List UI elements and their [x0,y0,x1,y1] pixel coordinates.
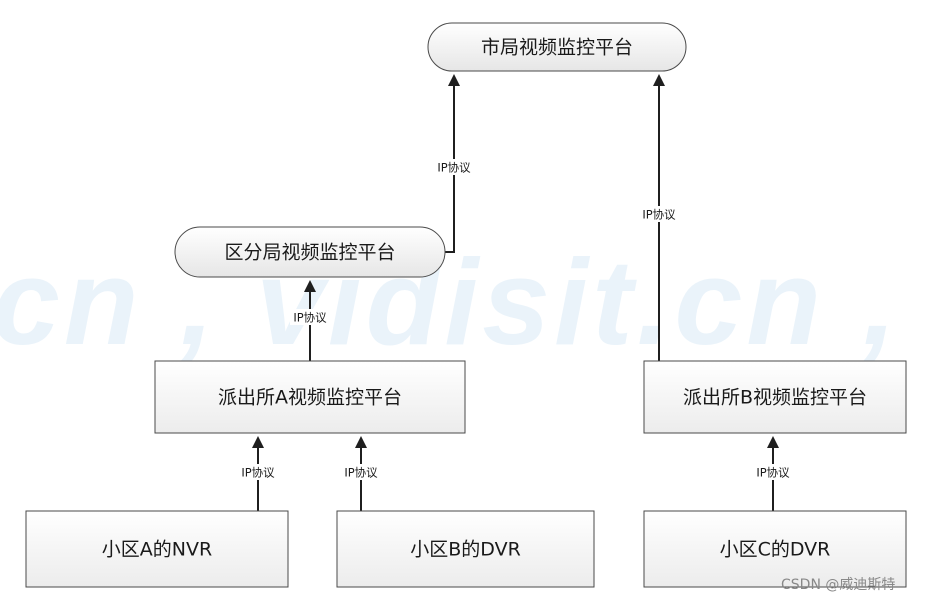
edge-community-c-to-station-b: IP协议 [753,436,793,511]
edge-label-background [238,464,278,480]
arrowhead [448,74,460,86]
node-community-b: 小区B的DVR [336,510,595,588]
edge-label: IP协议 [293,311,327,325]
node-box [336,510,595,588]
node-district: 区分局视频监控平台 [174,226,446,278]
arrowhead [653,74,665,86]
edge-community-b-to-station-a: IP协议 [341,436,381,511]
node-box [643,510,907,588]
arrowhead [767,436,779,448]
node-label: 区分局视频监控平台 [224,242,395,264]
edge-line [445,82,455,253]
edge-label: IP协议 [344,466,378,480]
node-label: 小区C的DVR [720,539,831,561]
watermark-text: cn , vidisit.cn , vi [0,234,935,370]
edge-label: IP协议 [241,466,275,480]
arrowhead [355,436,367,448]
edge-label-background [753,464,793,480]
node-label: 派出所A视频监控平台 [218,387,402,409]
arrowhead [252,436,264,448]
credit-text: CSDN @威迪斯特 [781,577,895,593]
node-station-b: 派出所B视频监控平台 [643,360,907,434]
edge-label: IP协议 [642,208,676,222]
edge-label-background [434,159,474,175]
edge-station-b-to-city: IP协议 [639,74,679,361]
arrowhead [304,280,316,292]
node-box [174,226,446,278]
node-community-c: 小区C的DVR [643,510,907,588]
edge-district-to-city: IP协议 [434,74,474,253]
node-box [154,360,466,434]
edge-label-background [290,309,330,325]
edge-label-background [341,464,381,480]
node-station-a: 派出所A视频监控平台 [154,360,466,434]
node-box [25,510,289,588]
node-box [427,22,687,72]
edge-label-background [639,206,679,222]
node-label: 小区B的DVR [410,539,521,561]
node-label: 派出所B视频监控平台 [683,387,867,409]
node-community-a: 小区A的NVR [25,510,289,588]
node-city: 市局视频监控平台 [427,22,687,72]
node-label: 市局视频监控平台 [481,37,633,59]
edge-station-a-to-district: IP协议 [290,280,330,361]
edges-layer: IP协议 IP协议 IP协议 IP协议 IP协议 IP协议 [238,74,793,511]
node-box [643,360,907,434]
edge-label: IP协议 [756,466,790,480]
edge-label: IP协议 [437,161,471,175]
node-label: 小区A的NVR [102,539,212,561]
edge-community-a-to-station-a: IP协议 [238,436,278,511]
